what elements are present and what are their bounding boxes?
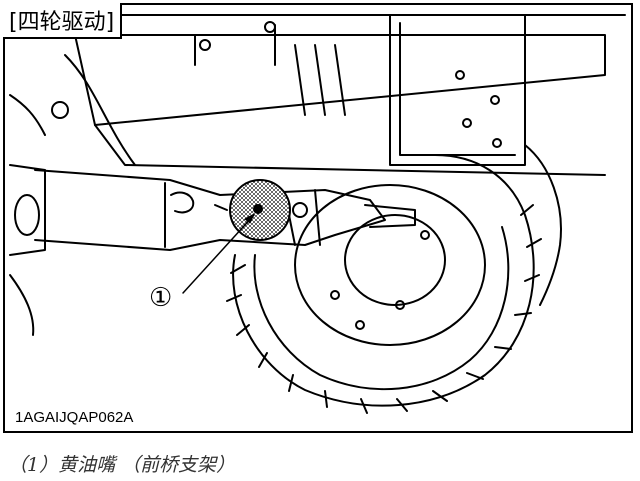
- callout-number: ①: [149, 283, 173, 313]
- wheel-hub: [294, 184, 486, 346]
- bracket-plate: [389, 14, 526, 166]
- left-assembly: [9, 94, 69, 336]
- front-axle-housing: [34, 169, 416, 251]
- section-title: [四轮驱动]: [3, 3, 123, 39]
- image-code: 1AGAIJQAP062A: [15, 409, 134, 426]
- callout-arrowhead: [244, 213, 255, 224]
- callout-leader-line: [182, 214, 255, 294]
- tire: [226, 144, 562, 414]
- front-axle-illustration: [9, 14, 626, 414]
- figure-frame: ① 1AGAIJQAP062A: [3, 3, 633, 433]
- figure-caption: （1）黄油嘴 （前桥支架）: [8, 454, 236, 476]
- tractor-frame: [64, 14, 626, 176]
